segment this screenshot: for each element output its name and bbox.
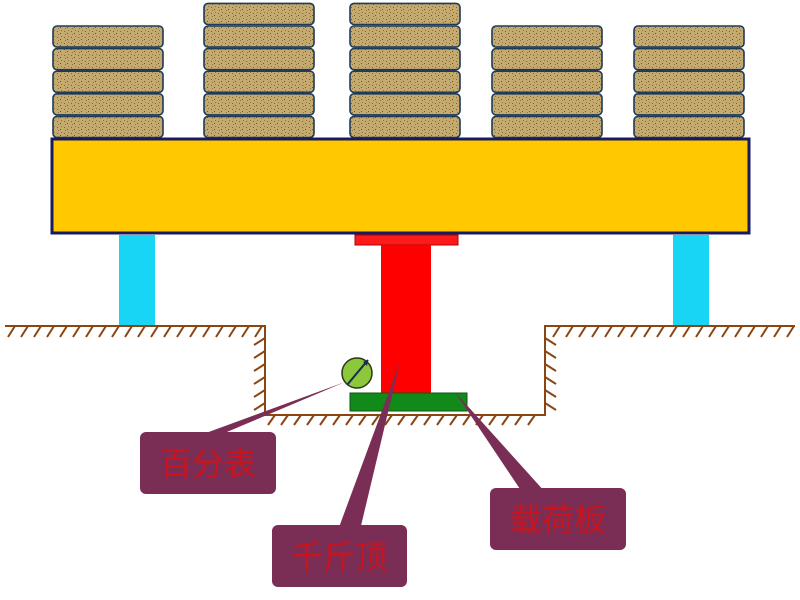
sandbag	[633, 47, 745, 71]
reaction-beam	[50, 137, 751, 235]
callout-dial-gauge: 百分表	[140, 382, 345, 494]
sandbag-stack	[491, 25, 603, 139]
sandbag	[491, 70, 603, 94]
sandbag	[203, 2, 315, 26]
load-plate	[349, 392, 468, 412]
sandbag	[349, 47, 461, 71]
sandbag	[203, 25, 315, 48]
sandbag	[349, 115, 461, 139]
sandbag-stack	[349, 2, 461, 139]
sandbag-stack	[633, 25, 745, 139]
jack-label: 千斤顶	[291, 538, 387, 576]
sandbag	[203, 70, 315, 94]
sandbag	[52, 115, 164, 139]
sandbag-stack	[203, 2, 315, 139]
sandbag	[633, 25, 745, 48]
sandbag	[633, 70, 745, 94]
load-plate-label: 载荷板	[510, 501, 606, 539]
sandbag-stack	[52, 25, 164, 139]
sandbag-stacks	[52, 2, 745, 139]
sandbag	[52, 93, 164, 116]
sandbag	[52, 47, 164, 71]
dial-gauge	[341, 357, 373, 389]
ground-profile	[5, 325, 795, 426]
sandbag	[349, 93, 461, 116]
sandbag	[349, 25, 461, 48]
sandbag	[491, 47, 603, 71]
sandbag	[491, 25, 603, 48]
sandbag	[349, 2, 461, 26]
callout-jack: 千斤顶	[272, 362, 407, 587]
callout-load-plate: 载荷板	[455, 392, 626, 550]
sandbag	[52, 70, 164, 94]
dial-gauge-label: 百分表	[160, 445, 256, 483]
sandbag	[633, 115, 745, 139]
sandbag	[633, 93, 745, 116]
sandbag	[203, 47, 315, 71]
sandbag	[491, 93, 603, 116]
sandbag	[349, 70, 461, 94]
left-support	[119, 235, 155, 327]
sandbag	[52, 25, 164, 48]
sandbag	[491, 115, 603, 139]
sandbag	[203, 115, 315, 139]
right-support	[673, 235, 709, 327]
jack	[354, 234, 459, 393]
sandbag	[203, 93, 315, 116]
